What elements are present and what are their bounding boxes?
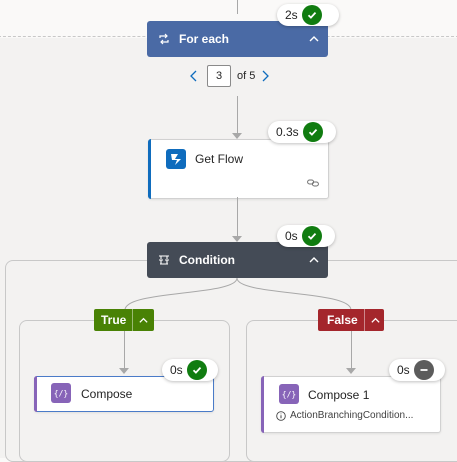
duration-text: 0s — [170, 363, 183, 377]
branch-connector-curves — [124, 278, 352, 311]
foreach-action-header[interactable]: For each — [147, 21, 328, 57]
svg-text:{/}: {/} — [282, 390, 296, 399]
chevron-up-icon[interactable] — [370, 315, 381, 326]
get-flow-card[interactable]: Get Flow — [148, 139, 329, 199]
connector-arrow — [119, 368, 129, 374]
get-flow-title: Get Flow — [195, 152, 244, 166]
loop-icon — [157, 32, 171, 46]
compose-card[interactable]: {/} Compose — [34, 376, 214, 412]
success-check-icon — [186, 360, 207, 380]
connector-line — [237, 96, 238, 134]
info-icon — [276, 410, 286, 421]
card-accent — [148, 139, 151, 199]
iteration-number-input[interactable]: 3 — [207, 65, 231, 87]
compose-duration-badge: 0s — [162, 359, 218, 381]
compose1-note-text: ActionBranchingCondition... — [290, 410, 414, 421]
condition-action-header[interactable]: Condition — [147, 242, 328, 278]
true-branch-label: True — [101, 313, 127, 327]
duration-text: 0s — [285, 229, 298, 243]
compose1-skip-note: ActionBranchingCondition... — [276, 410, 413, 421]
compose1-duration-badge: 0s — [389, 359, 445, 381]
chevron-left-icon[interactable] — [187, 70, 201, 82]
compose1-title: Compose 1 — [308, 388, 370, 402]
success-check-icon — [301, 226, 322, 246]
duration-text: 2s — [285, 8, 298, 22]
compose-icon: {/} — [51, 383, 71, 403]
connector-arrow — [232, 236, 242, 242]
pill-separator — [363, 309, 365, 331]
success-check-icon — [301, 5, 322, 25]
false-branch-label: False — [327, 313, 358, 327]
svg-text:{/}: {/} — [54, 389, 68, 398]
connector-line — [237, 197, 238, 237]
power-automate-flow-icon — [166, 149, 186, 169]
card-accent — [261, 376, 264, 433]
connector-line — [351, 331, 352, 369]
pill-separator — [132, 309, 134, 331]
success-check-icon — [302, 122, 323, 142]
foreach-duration-badge: 2s — [277, 4, 339, 26]
condition-title: Condition — [179, 253, 235, 267]
true-branch-pill[interactable]: True — [94, 309, 154, 331]
skipped-minus-icon — [413, 360, 434, 380]
get-flow-duration-badge: 0.3s — [268, 121, 336, 143]
chevron-up-icon[interactable] — [308, 254, 320, 266]
compose1-card[interactable]: {/} Compose 1 ActionBranchingCondition..… — [261, 376, 441, 433]
chevron-up-icon[interactable] — [308, 33, 320, 45]
top-connector-line — [237, 0, 238, 14]
card-accent — [34, 376, 37, 412]
iteration-of-label: of 5 — [237, 70, 256, 82]
duration-text: 0s — [397, 363, 410, 377]
iteration-pager: 3 of 5 — [187, 65, 275, 87]
connector-line — [124, 331, 125, 369]
connector-arrow — [346, 368, 356, 374]
duration-text: 0.3s — [276, 125, 299, 139]
compose-icon: {/} — [279, 384, 299, 404]
condition-icon — [157, 253, 171, 267]
chevron-right-icon[interactable] — [255, 70, 275, 82]
chevron-up-icon[interactable] — [138, 315, 149, 326]
connector-arrow — [232, 133, 242, 139]
foreach-title: For each — [179, 32, 230, 46]
false-branch-pill[interactable]: False — [318, 309, 384, 331]
compose-title: Compose — [81, 387, 133, 401]
condition-duration-badge: 0s — [277, 225, 335, 247]
link-icon — [307, 174, 319, 192]
